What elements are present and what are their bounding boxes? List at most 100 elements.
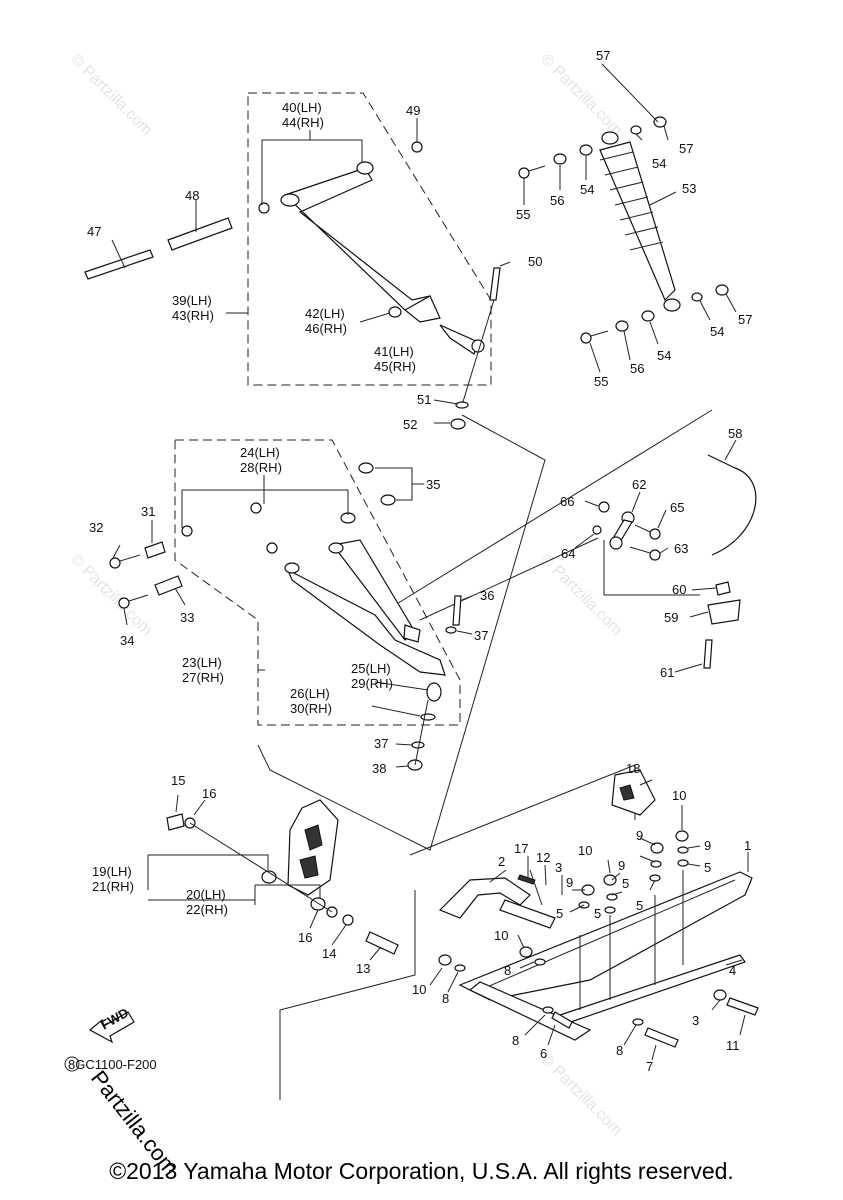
part-label: 3 [555,860,562,875]
part-label: 37 [374,736,388,751]
upper-a-arm [258,141,485,355]
part-label: 48 [185,188,199,203]
collar-14 [342,914,354,926]
part-label: 5 [594,906,601,921]
upper-arm-group-box [247,92,492,386]
bracket-line [603,540,700,596]
part-label: 9 [704,838,711,853]
part-label: 10 [412,982,426,997]
part-label: 64 [561,546,575,561]
bolt-32 [109,557,121,569]
part-label: 56 [550,193,564,208]
part-label: 28(RH) [240,460,282,475]
part-label: 25(LH) [351,661,391,676]
copyright-circle-icon [64,1056,80,1072]
part-label: 42(LH) [305,306,345,321]
shock-hardware [518,116,729,344]
part-label: 63 [674,541,688,556]
part-label: 36 [480,588,494,603]
part-label: 5 [556,906,563,921]
part-label: 18 [626,761,640,776]
part-label: 6 [540,1046,547,1061]
part-label: 49 [406,103,420,118]
part-label: 22(RH) [186,902,228,917]
pin-13 [365,931,399,955]
part-label: 10 [494,928,508,943]
part-label: 7 [646,1059,653,1074]
part-label: 9 [618,858,625,873]
leader-line [257,414,546,851]
bolt-34 [118,597,130,609]
part-label: 37 [474,628,488,643]
part-label: 47 [87,224,101,239]
part-label: 29(RH) [351,676,393,691]
washer-37 [445,626,457,634]
diagram-code: 8GC1100-F200 [68,1057,157,1072]
part-label: 52 [403,417,417,432]
washer-51 [455,401,469,409]
ski-spindle [261,799,339,911]
watermark: © Partzilla.com [537,1051,625,1139]
part-label: 44(RH) [282,115,324,130]
part-label: 58 [728,426,742,441]
part-label: 54 [580,182,594,197]
part-label: 21(RH) [92,879,134,894]
part-label: 65 [670,500,684,515]
part-label: 56 [630,361,644,376]
watermark: © Partzilla.com [537,51,625,139]
part-label: 43(RH) [172,308,214,323]
part-label: 54 [710,324,724,339]
part-label: 15 [171,773,185,788]
bolt-50 [489,267,501,301]
part-label: 61 [660,665,674,680]
part-label: 5 [636,898,643,913]
pivot-bolt [84,249,154,280]
part-label: 24(LH) [240,445,280,460]
part-label: 10 [578,843,592,858]
part-label: 46(RH) [305,321,347,336]
part-label: 26(LH) [290,686,330,701]
leader-line [414,699,429,766]
part-label: 19(LH) [92,864,132,879]
ski-hardware [438,830,759,1048]
forward-arrow: FWD [88,1005,135,1044]
part-label: 62 [632,477,646,492]
lower-a-arm [181,462,446,702]
washer-37b [411,741,425,749]
part-label: 57 [596,48,610,63]
part-label: 11 [726,1038,740,1053]
part-label: 23(LH) [182,655,222,670]
part-label: 20(LH) [186,887,226,902]
sleeve-33 [154,575,183,596]
nut-52 [450,418,466,430]
part-label: 55 [516,207,530,222]
part-label: 17 [514,841,528,856]
part-label: 27(RH) [182,670,224,685]
part-label: 1 [744,838,751,853]
leader-line [189,822,333,913]
part-label: 16 [298,930,312,945]
part-label: 45(RH) [374,359,416,374]
cable-58 [707,454,757,556]
washer-26 [420,713,436,721]
part-label: 33 [180,610,194,625]
part-label: 40(LH) [282,100,322,115]
part-label: 41(LH) [374,344,414,359]
part-label: 8 [616,1043,623,1058]
part-label: 12 [536,850,550,865]
copyright-notice: ©2013 Yamaha Motor Corporation, U.S.A. A… [109,1158,734,1184]
part-label: 57 [679,141,693,156]
part-label: 31 [141,504,155,519]
part-label: 34 [120,633,134,648]
tie-rod-link [592,501,661,561]
part-label: 30(RH) [290,701,332,716]
part-label: 54 [652,156,666,171]
leader-line [461,299,495,406]
part-label: 8 [442,991,449,1006]
part-label: 8 [512,1033,519,1048]
pivot-sleeve [167,217,233,251]
part-label: 32 [89,520,103,535]
part-label: 50 [528,254,542,269]
part-label: 35 [426,477,440,492]
part-label: 38 [372,761,386,776]
